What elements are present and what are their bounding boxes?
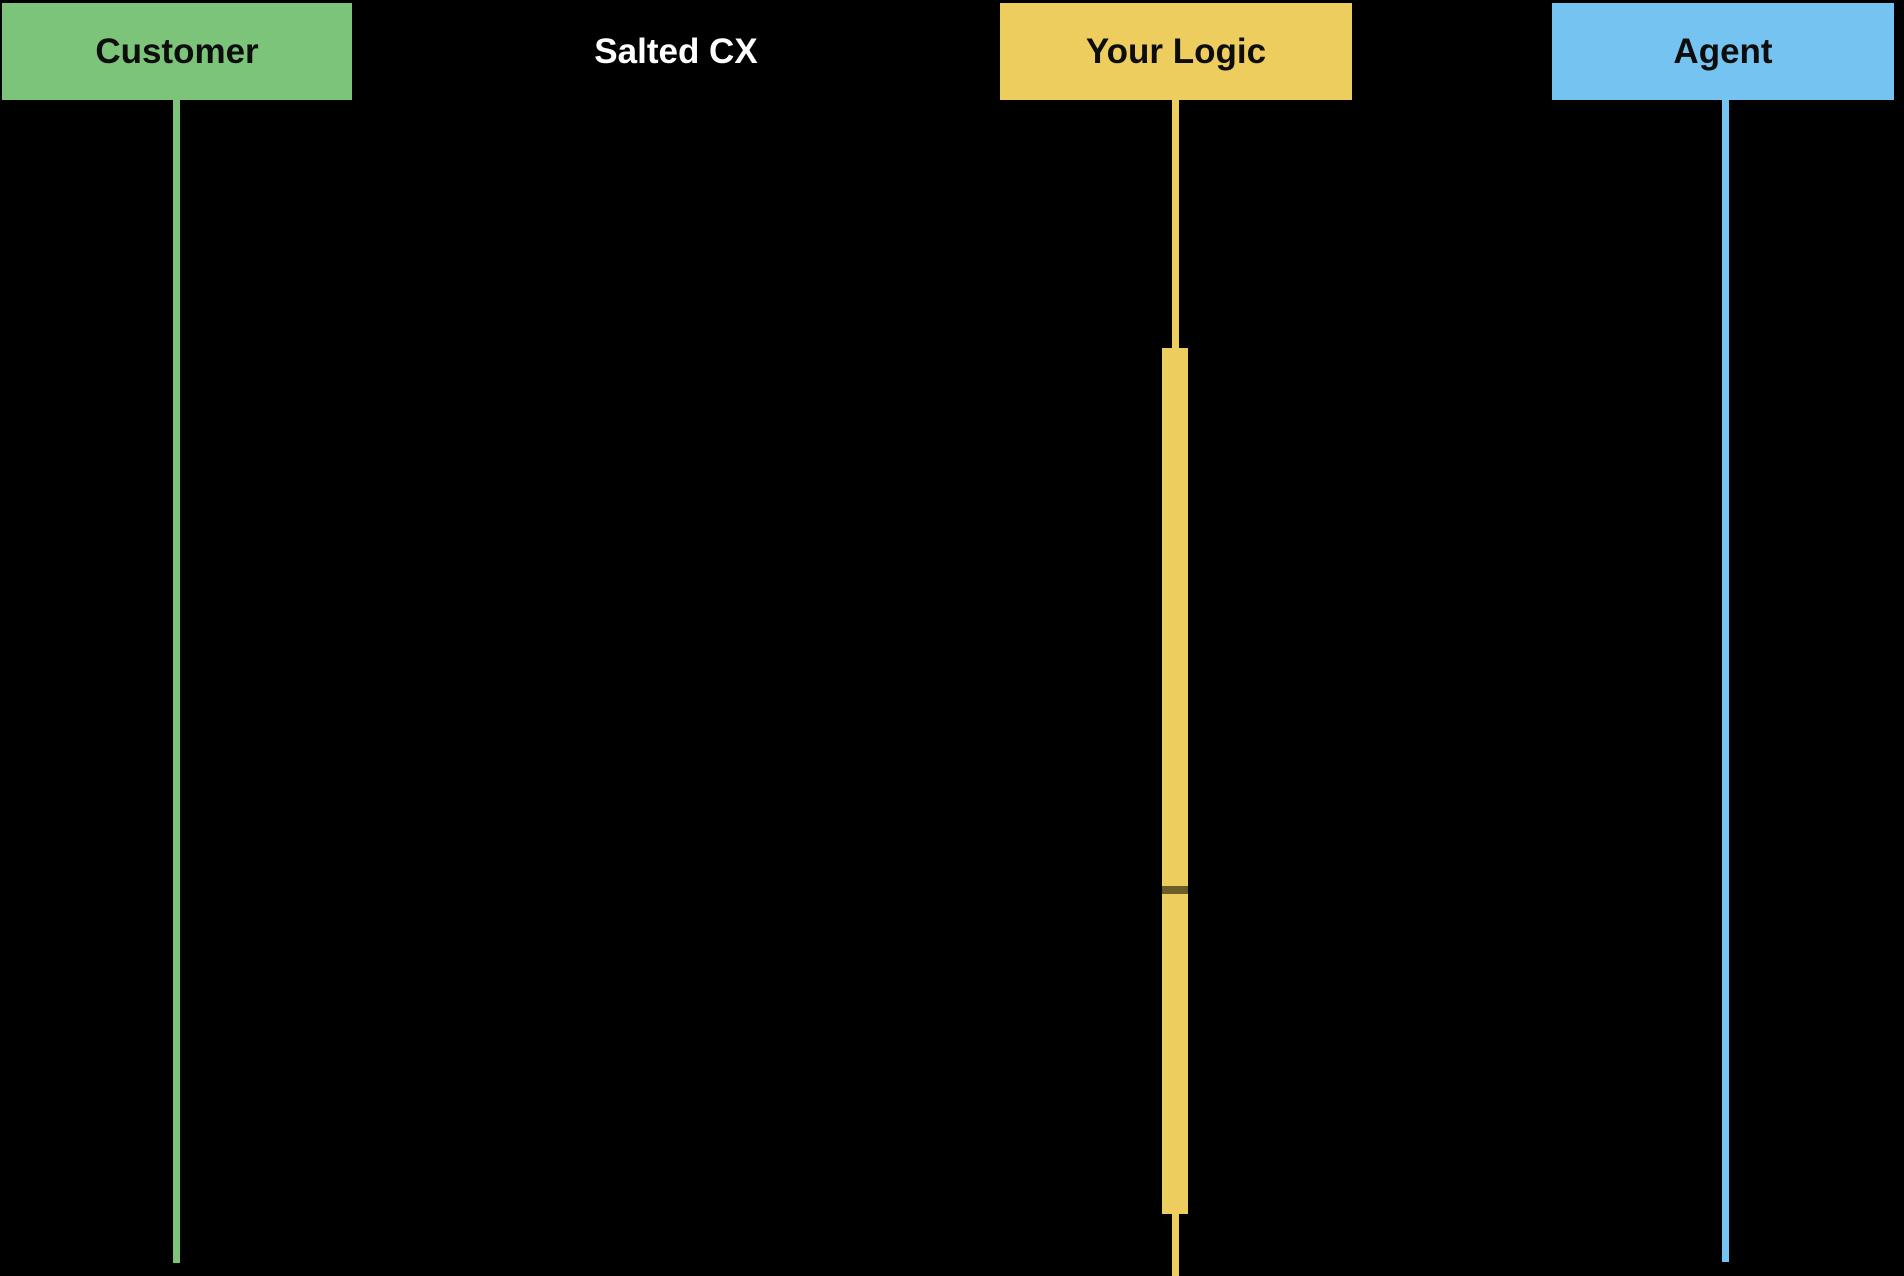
activation-bar-your-logic bbox=[1162, 348, 1188, 1214]
lifeline-salted-cx bbox=[672, 100, 680, 1263]
actor-box-agent: Agent bbox=[1552, 3, 1894, 100]
message-crossing-line-your-logic bbox=[1162, 886, 1188, 894]
actor-label-agent: Agent bbox=[1673, 32, 1773, 71]
actor-box-customer: Customer bbox=[2, 3, 352, 100]
actor-label-your-logic: Your Logic bbox=[1085, 32, 1267, 71]
actor-box-your-logic: Your Logic bbox=[1000, 3, 1352, 100]
actor-label-customer: Customer bbox=[95, 32, 259, 71]
lifeline-agent bbox=[1721, 100, 1729, 1262]
actor-box-salted-cx: Salted CX bbox=[501, 3, 851, 100]
lifeline-customer bbox=[172, 100, 180, 1263]
actor-label-salted-cx: Salted CX bbox=[594, 32, 758, 71]
